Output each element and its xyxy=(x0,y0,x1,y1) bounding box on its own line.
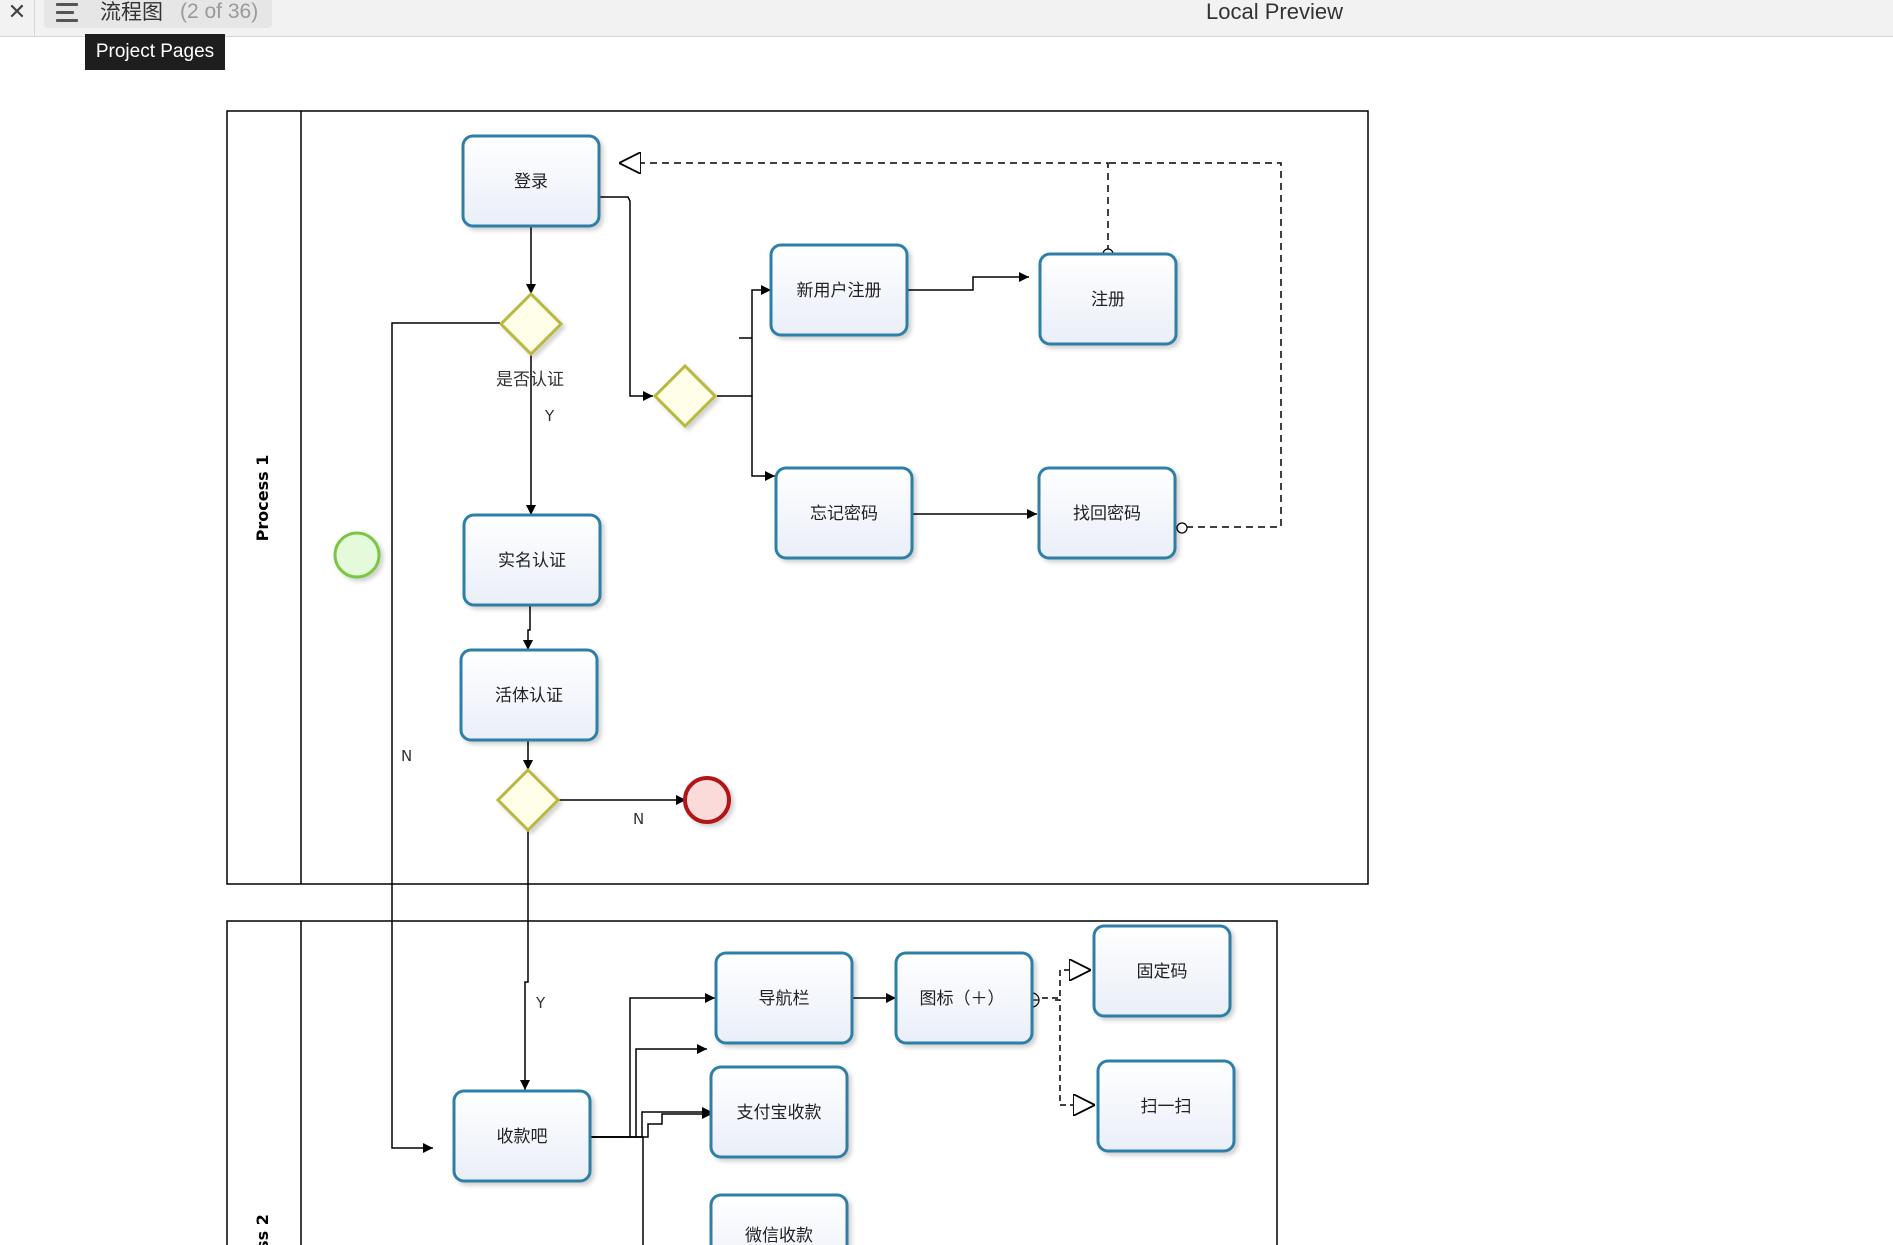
task-icon-plus[interactable]: 图标（＋） xyxy=(894,951,1034,1045)
task-recover-password[interactable]: 找回密码 xyxy=(1037,466,1177,560)
preview-toolbar: ✕ 流程图 (2 of 36) Local Preview xyxy=(0,0,1893,37)
edge-labels: 是否认证 Y N N Y xyxy=(401,370,644,1012)
task-label: 注册 xyxy=(1091,290,1125,310)
task-forgot-password[interactable]: 忘记密码 xyxy=(774,466,914,560)
task-label: 新用户注册 xyxy=(797,281,882,301)
label-y-pass: Y xyxy=(535,994,546,1012)
start-event[interactable] xyxy=(333,531,381,579)
task-label: 支付宝收款 xyxy=(737,1103,822,1123)
task-label: 找回密码 xyxy=(1073,504,1141,524)
gateway-liveness-result[interactable] xyxy=(495,767,561,833)
close-button[interactable]: ✕ xyxy=(0,0,35,36)
task-liveness-auth[interactable]: 活体认证 xyxy=(459,648,599,742)
page-name: 流程图 xyxy=(100,0,163,24)
end-event[interactable] xyxy=(683,776,731,824)
project-pages-tooltip: Project Pages xyxy=(85,34,225,70)
task-scan[interactable]: 扫一扫 xyxy=(1096,1059,1236,1153)
pool-process-2: ss 2 xyxy=(226,920,1278,1245)
task-label: 收款吧 xyxy=(497,1127,548,1147)
task-label: 扫一扫 xyxy=(1141,1097,1192,1117)
task-label: 微信收款 xyxy=(745,1226,813,1245)
task-label: 图标（＋） xyxy=(920,989,1005,1009)
task-new-user-register[interactable]: 新用户注册 xyxy=(769,243,909,337)
page-count: (2 of 36) xyxy=(180,0,259,23)
task-label: 导航栏 xyxy=(759,989,810,1009)
label-y-certified: Y xyxy=(544,407,555,425)
task-register[interactable]: 注册 xyxy=(1038,252,1178,346)
page-selector[interactable]: 流程图 (2 of 36) xyxy=(44,0,272,28)
task-shoukuanba[interactable]: 收款吧 xyxy=(452,1089,592,1183)
task-label: 登录 xyxy=(514,172,548,192)
task-label: 固定码 xyxy=(1137,962,1188,982)
task-fixed-code[interactable]: 固定码 xyxy=(1092,924,1232,1018)
pool-process-1: Process 1 xyxy=(226,110,1369,885)
gateway-login-options[interactable] xyxy=(652,363,718,429)
label-n-uncertified: N xyxy=(401,747,412,765)
task-login[interactable]: 登录 xyxy=(461,134,601,228)
task-alipay[interactable]: 支付宝收款 xyxy=(709,1065,849,1159)
diagram-canvas[interactable]: Process 1 ss 2 xyxy=(0,37,1893,1245)
hamburger-menu-icon xyxy=(56,3,80,23)
task-navbar[interactable]: 导航栏 xyxy=(714,951,854,1045)
task-real-name-auth[interactable]: 实名认证 xyxy=(462,513,602,607)
flowchart-diagram: Process 1 ss 2 xyxy=(226,110,1369,1245)
label-n-fail: N xyxy=(633,810,644,828)
close-icon: ✕ xyxy=(7,0,27,24)
gateway-is-certified[interactable] xyxy=(498,291,564,357)
lane-label-process-1: Process 1 xyxy=(253,455,272,542)
preview-title: Local Preview xyxy=(1206,0,1343,24)
task-label: 实名认证 xyxy=(498,551,566,571)
task-wechat[interactable]: 微信收款 xyxy=(709,1193,849,1245)
label-is-certified: 是否认证 xyxy=(496,370,564,390)
task-label: 忘记密码 xyxy=(810,504,878,524)
task-label: 活体认证 xyxy=(495,686,563,706)
lane-label-process-2: ss 2 xyxy=(253,1214,272,1245)
